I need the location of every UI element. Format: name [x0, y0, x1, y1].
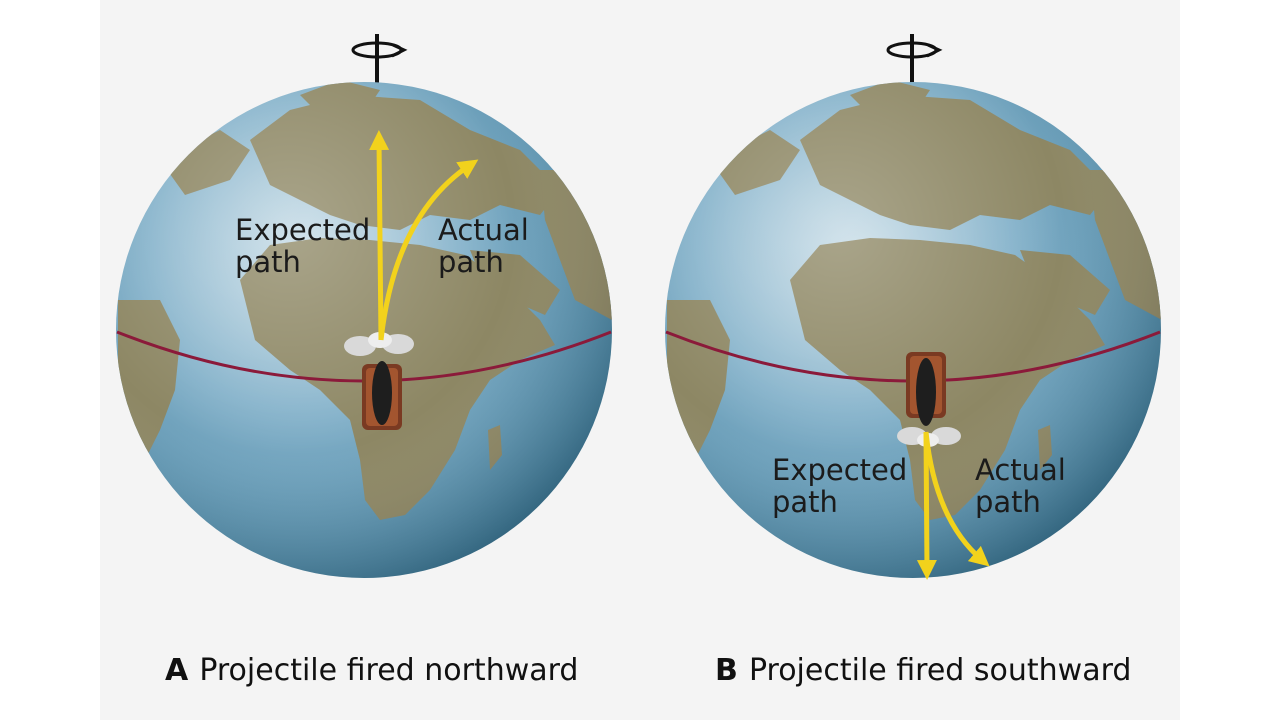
expected-label-a: Expected path [235, 213, 380, 279]
rotation-axis-icon [351, 34, 408, 88]
globe-b [665, 82, 1161, 578]
actual-path-arrow-a [378, 159, 479, 341]
cannon-icon [362, 361, 402, 430]
expected-path-arrow-b [916, 431, 937, 580]
globe-a [116, 82, 612, 578]
actual-label-b: Actual path [975, 453, 1075, 519]
smoke-icon [344, 332, 414, 356]
rotation-axis-icon [886, 34, 943, 88]
cannon-icon [906, 352, 946, 426]
actual-path-arrow-b [923, 431, 990, 567]
actual-label-a: Actual path [438, 213, 538, 279]
panel-b: Expected path Actual path B Projectile f… [665, 34, 1161, 688]
caption-b: B Projectile fired southward [715, 653, 1131, 688]
caption-a: A Projectile fired northward [165, 653, 578, 688]
expected-path-arrow-a [369, 130, 390, 341]
expected-label-b: Expected path [772, 453, 917, 519]
